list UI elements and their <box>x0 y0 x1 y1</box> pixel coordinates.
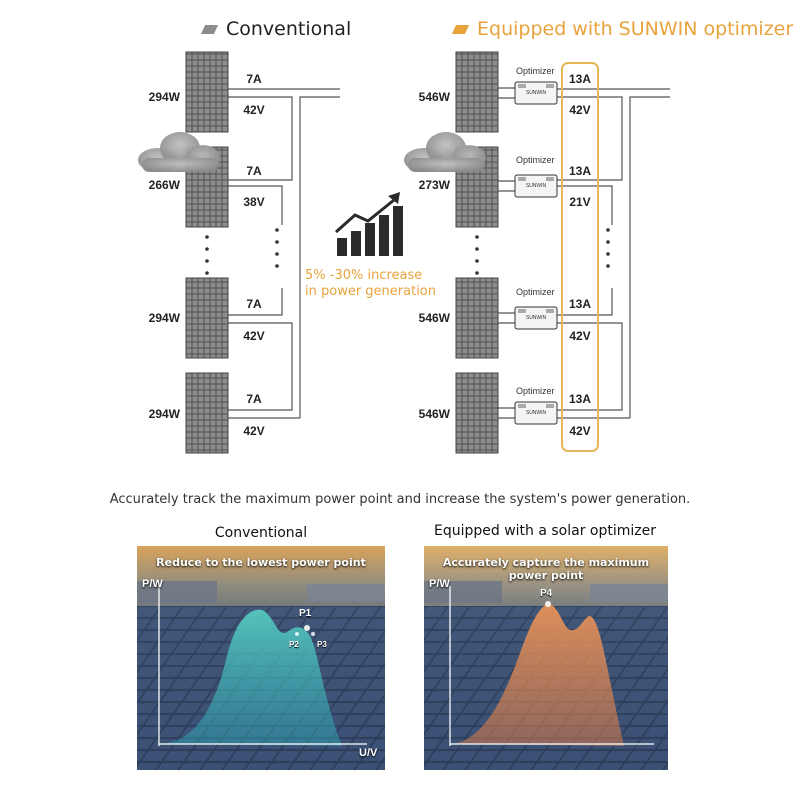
device-brand-4: SUNWIN <box>525 410 547 416</box>
right-overlay-text: Accurately capture the maximum power poi… <box>442 556 650 582</box>
right-panel-4-current: 13A <box>568 392 591 406</box>
current-voltage-highlight <box>561 62 599 452</box>
ellipsis-dots-right <box>475 228 610 275</box>
left-panel-1-current: 7A <box>246 72 262 86</box>
left-y-axis-label: P/W <box>142 578 163 590</box>
left-panel-2-current: 7A <box>246 164 262 178</box>
increase-line-1: 5% -30% increase <box>305 268 423 283</box>
right-panel-3-power: 546W <box>418 311 450 325</box>
right-panel-3-current: 13A <box>568 297 591 311</box>
point-label-p3: P3 <box>317 640 327 649</box>
optimizer-label-2: Optimizer <box>516 155 555 165</box>
right-panel-4-voltage: 42V <box>569 424 591 438</box>
solar-panel-7 <box>455 277 499 359</box>
caption: Accurately track the maximum power point… <box>109 492 691 507</box>
optimizer-header-prefix: Equipped with <box>477 18 619 40</box>
right-panel-2-current: 13A <box>568 164 591 178</box>
left-panel-3-power: 294W <box>148 311 180 325</box>
optimizer-label-3: Optimizer <box>516 287 555 297</box>
left-panel-4-power: 294W <box>148 407 180 421</box>
left-wiring <box>228 88 340 419</box>
right-panel-1-power: 546W <box>418 90 450 104</box>
conventional-pv-curve-image: Reduce to the lowest power point P/W U/V… <box>137 546 385 770</box>
solar-panel-8 <box>455 372 499 454</box>
solar-panel-3 <box>185 277 229 359</box>
right-panel-2-voltage: 21V <box>569 195 591 209</box>
increase-text: 5% -30% increase in power generation <box>305 268 445 300</box>
cloud-icon-right <box>404 132 486 172</box>
device-brand-3: SUNWIN <box>525 315 547 321</box>
left-panel-1-voltage: 42V <box>243 103 265 117</box>
solar-panel-1 <box>185 51 229 133</box>
right-panel-1-current: 13A <box>568 72 591 86</box>
bottom-left-title: Conventional <box>214 525 308 541</box>
right-wiring <box>498 87 670 419</box>
optimizer-header: Equipped with SUNWIN optimizer <box>451 18 794 40</box>
left-panel-2-voltage: 38V <box>243 195 265 209</box>
point-label-p2: P2 <box>289 640 299 649</box>
optimizer-pv-curve-image: Accurately capture the maximum power poi… <box>424 546 668 770</box>
growth-chart-icon <box>334 192 403 256</box>
rooftop-photo-left <box>137 546 385 770</box>
left-overlay-text: Reduce to the lowest power point <box>156 556 366 569</box>
right-panel-3-voltage: 42V <box>569 329 591 343</box>
point-label-p1: P1 <box>299 608 312 619</box>
optimizer-devices <box>514 81 558 425</box>
optimizer-header-brand: SUNWIN <box>618 18 698 40</box>
right-panel-1-voltage: 42V <box>569 103 591 117</box>
right-panel-2-power: 273W <box>418 178 450 192</box>
conventional-header: Conventional <box>200 18 352 40</box>
left-panel-4-current: 7A <box>246 392 262 406</box>
ellipsis-dots-left <box>205 228 279 275</box>
optimizer-label-4: Optimizer <box>516 386 555 396</box>
left-panel-3-voltage: 42V <box>243 329 265 343</box>
right-y-axis-label: P/W <box>429 578 450 590</box>
left-x-axis-label: U/V <box>359 747 378 759</box>
device-brand-2: SUNWIN <box>525 183 547 189</box>
right-panel-4-power: 546W <box>418 407 450 421</box>
optimizer-header-suffix: optimizer <box>697 18 794 40</box>
bottom-right-title: Equipped with a solar optimizer <box>433 523 656 539</box>
optimizer-label-1: Optimizer <box>516 66 555 76</box>
solar-panel-4 <box>185 372 229 454</box>
rooftop-photo-right <box>424 546 668 770</box>
string-diagram <box>138 51 670 454</box>
conventional-header-text: Conventional <box>226 18 352 40</box>
solar-panel-5 <box>455 51 499 133</box>
left-panel-4-voltage: 42V <box>243 424 265 438</box>
left-panel-1-power: 294W <box>148 90 180 104</box>
left-panel-2-power: 266W <box>148 178 180 192</box>
point-label-p4: P4 <box>540 588 553 599</box>
cloud-icon <box>138 132 220 172</box>
left-panel-3-current: 7A <box>246 297 262 311</box>
increase-line-2: in power generation <box>305 284 436 299</box>
device-brand-1: SUNWIN <box>525 90 547 96</box>
